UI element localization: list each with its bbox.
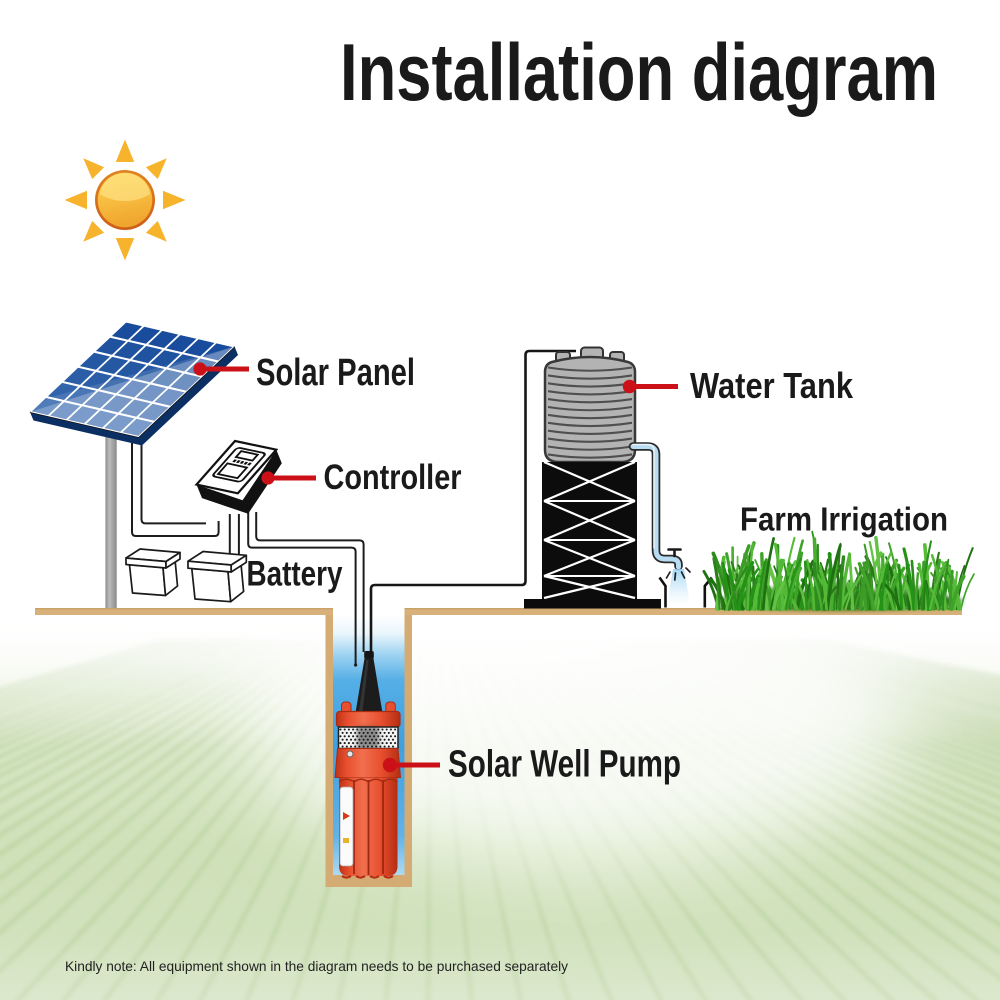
svg-text:Solar Well Pump: Solar Well Pump	[448, 744, 681, 786]
svg-text:Controller: Controller	[324, 458, 462, 497]
svg-text:Farm Irrigation: Farm Irrigation	[740, 501, 948, 538]
svg-text:Kindly note: All equipment sho: Kindly note: All equipment shown in the …	[65, 958, 568, 974]
svg-text:Installation diagram: Installation diagram	[340, 28, 938, 118]
svg-text:Water Tank: Water Tank	[690, 365, 854, 406]
svg-text:Solar Panel: Solar Panel	[256, 352, 415, 394]
svg-text:Battery: Battery	[247, 555, 343, 594]
